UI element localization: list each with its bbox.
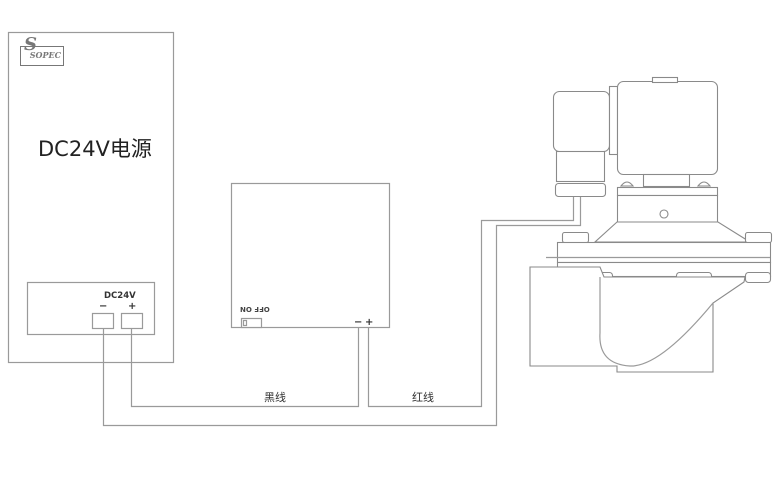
black-wire-label: 黑线 — [264, 391, 286, 404]
valve-connector-flange — [608, 85, 619, 156]
valve-upper-flange — [556, 241, 772, 264]
dip-switch — [240, 317, 263, 329]
valve-body-contour — [599, 277, 714, 367]
valve-coil-cap — [651, 76, 679, 84]
valve-bonnet-cone — [593, 221, 752, 243]
psu-negative-terminal — [91, 312, 115, 330]
valve-body — [529, 266, 746, 373]
brand-logo: S SOPEC — [20, 35, 64, 66]
psu-positive-sign: + — [128, 301, 137, 312]
valve-pilot-top — [616, 186, 719, 197]
valve-stem — [642, 173, 691, 188]
black-wire — [130, 327, 360, 408]
switch-label: OFF ON — [240, 305, 270, 313]
valve-connector-body — [555, 150, 606, 183]
psu-negative-sign: − — [99, 301, 108, 312]
controller-negative-sign: − — [354, 317, 363, 328]
logo-text: SOPEC — [29, 50, 61, 60]
pulse-valve — [529, 76, 773, 373]
screw-right — [696, 181, 712, 187]
negative-wire — [102, 197, 582, 427]
valve-pilot-body — [616, 194, 719, 224]
controller-box — [230, 182, 391, 329]
red-wire-label: 红线 — [412, 391, 434, 404]
red-wire — [367, 197, 575, 408]
valve-cable-gland — [554, 182, 607, 198]
terminal-block-label: DC24V — [104, 291, 136, 301]
logo-s-glyph: S — [24, 34, 37, 55]
valve-connector-plug — [552, 90, 611, 153]
screw-left — [619, 181, 635, 187]
dip-switch-lever — [242, 319, 248, 327]
nut-left — [561, 231, 590, 244]
valve-coil — [616, 80, 719, 176]
nut-right — [744, 231, 773, 244]
controller-positive-sign: + — [365, 317, 374, 328]
psu-positive-terminal — [120, 312, 144, 330]
valve-pilot-hole — [659, 209, 669, 219]
power-supply-title: DC24V电源 — [38, 137, 152, 161]
